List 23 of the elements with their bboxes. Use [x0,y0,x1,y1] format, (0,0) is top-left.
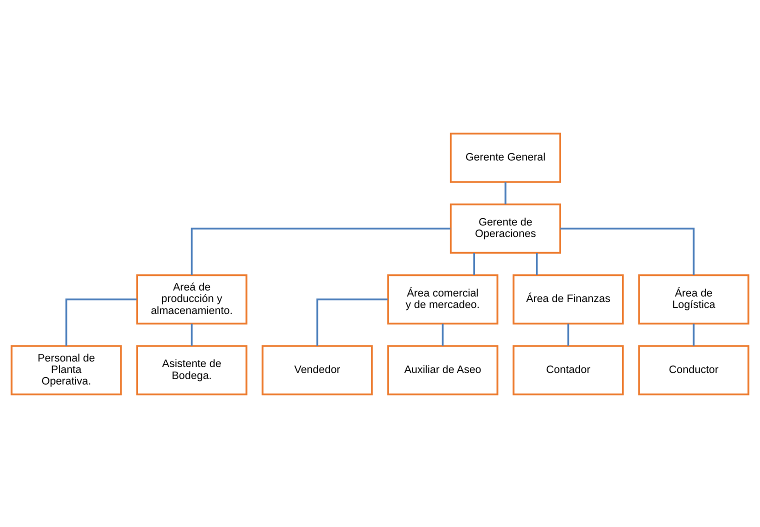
node-box: Área de Logística [638,274,750,324]
connector [560,227,695,275]
connector [536,252,538,274]
connector [473,252,476,274]
node-box: Vendedor [262,344,373,395]
node-box: Área de Finanzas [512,274,624,324]
connector [190,323,193,346]
node-box: Personal de Planta Operativa. [10,344,122,395]
node-box: Gerente de Operaciones [450,203,562,254]
connector [65,298,137,346]
node-box: Conductor [638,344,750,395]
node-box: Contador [512,344,624,395]
node-box: Areá de producción y almacenamiento. [136,274,248,324]
connector [692,323,695,346]
connector [504,182,506,204]
connector [442,323,444,346]
node-box: Gerente General [450,132,562,182]
connector [567,323,570,346]
connector [316,298,388,346]
node-box: Asistente de Bodega. [136,344,248,395]
connector [190,227,450,275]
node-box: Área comercial y de mercadeo. [387,274,498,324]
node-box: Auxiliar de Aseo [387,344,498,395]
